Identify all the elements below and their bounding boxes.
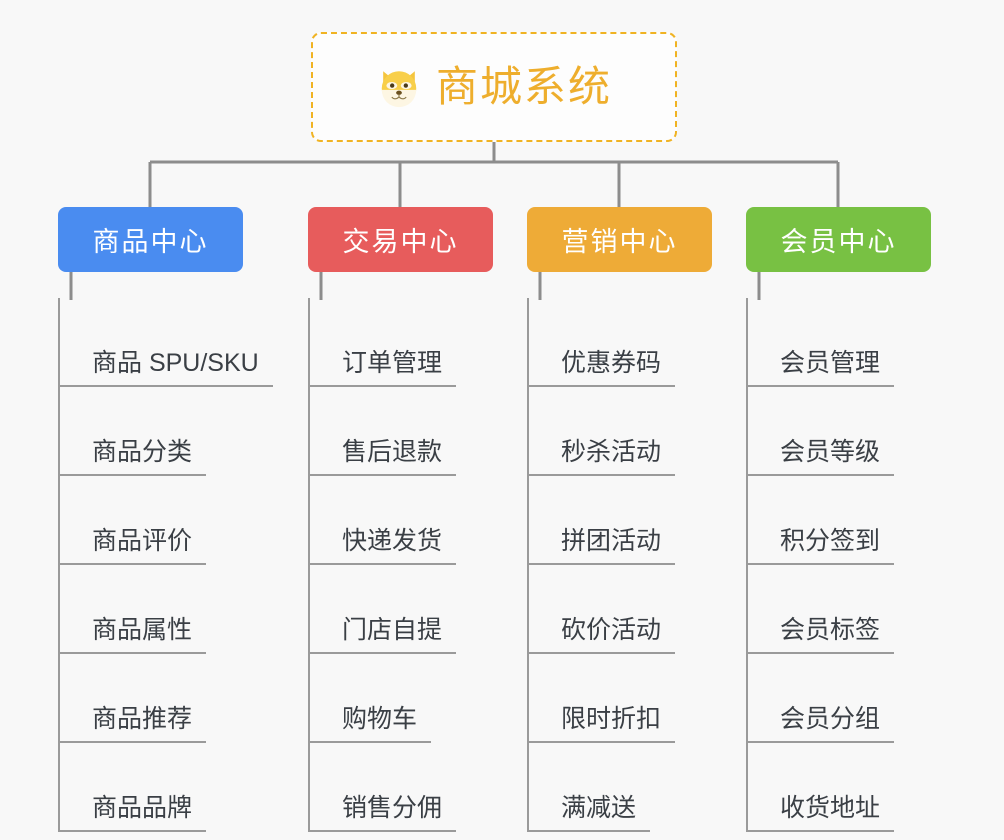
leaf-label: 快递发货	[310, 527, 457, 565]
leaf-label: 门店自提	[310, 616, 457, 654]
leaf-list-product-center: 商品 SPU/SKU 商品分类 商品评价 商品属性 商品推荐 商品品牌	[58, 298, 273, 832]
leaf-label: 订单管理	[310, 349, 457, 387]
list-item[interactable]: 购物车	[310, 654, 493, 743]
category-label: 营销中心	[561, 227, 678, 257]
list-item[interactable]: 销售分佣	[310, 743, 493, 832]
leaf-label: 销售分佣	[310, 794, 457, 832]
category-column-trade-center: 交易中心 订单管理 售后退款 快递发货 门店自提 购物车 销售分佣	[308, 207, 493, 832]
leaf-label: 商品 SPU/SKU	[60, 349, 273, 387]
leaf-label: 会员分组	[748, 705, 895, 743]
category-column-product-center: 商品中心 商品 SPU/SKU 商品分类 商品评价 商品属性 商品推荐 商品品牌	[58, 207, 273, 832]
list-item[interactable]: 优惠券码	[529, 298, 712, 387]
list-item[interactable]: 订单管理	[310, 298, 493, 387]
category-label: 商品中心	[92, 227, 209, 257]
category-column-marketing-center: 营销中心 优惠券码 秒杀活动 拼团活动 砍价活动 限时折扣 满减送	[527, 207, 712, 832]
leaf-label: 积分签到	[748, 527, 895, 565]
category-label: 交易中心	[342, 227, 459, 257]
leaf-label: 会员标签	[748, 616, 895, 654]
category-header-product-center[interactable]: 商品中心	[58, 207, 243, 272]
leaf-list-marketing-center: 优惠券码 秒杀活动 拼团活动 砍价活动 限时折扣 满减送	[527, 298, 712, 832]
leaf-label: 商品评价	[60, 527, 207, 565]
list-item[interactable]: 满减送	[529, 743, 712, 832]
category-label: 会员中心	[780, 227, 897, 257]
list-item[interactable]: 秒杀活动	[529, 387, 712, 476]
list-item[interactable]: 限时折扣	[529, 654, 712, 743]
list-item[interactable]: 会员分组	[748, 654, 931, 743]
leaf-label: 限时折扣	[529, 705, 676, 743]
leaf-label: 优惠券码	[529, 349, 676, 387]
list-item[interactable]: 拼团活动	[529, 476, 712, 565]
list-item[interactable]: 收货地址	[748, 743, 931, 832]
leaf-label: 商品属性	[60, 616, 207, 654]
list-item[interactable]: 商品属性	[60, 565, 243, 654]
category-header-marketing-center[interactable]: 营销中心	[527, 207, 712, 272]
leaf-label: 售后退款	[310, 438, 457, 476]
root-title: 商城系统	[435, 63, 612, 110]
leaf-label: 商品品牌	[60, 794, 207, 832]
list-item[interactable]: 商品 SPU/SKU	[60, 298, 273, 387]
leaf-list-trade-center: 订单管理 售后退款 快递发货 门店自提 购物车 销售分佣	[308, 298, 493, 832]
list-item[interactable]: 商品品牌	[60, 743, 243, 832]
list-item[interactable]: 积分签到	[748, 476, 931, 565]
category-header-member-center[interactable]: 会员中心	[746, 207, 931, 272]
category-header-trade-center[interactable]: 交易中心	[308, 207, 493, 272]
leaf-label: 购物车	[310, 705, 432, 743]
list-item[interactable]: 商品分类	[60, 387, 243, 476]
leaf-label: 会员等级	[748, 438, 895, 476]
list-item[interactable]: 快递发货	[310, 476, 493, 565]
leaf-label: 拼团活动	[529, 527, 676, 565]
leaf-list-member-center: 会员管理 会员等级 积分签到 会员标签 会员分组 收货地址	[746, 298, 931, 832]
list-item[interactable]: 砍价活动	[529, 565, 712, 654]
category-column-member-center: 会员中心 会员管理 会员等级 积分签到 会员标签 会员分组 收货地址	[746, 207, 931, 832]
root-node[interactable]: 商城系统	[311, 32, 677, 142]
leaf-label: 商品推荐	[60, 705, 207, 743]
list-item[interactable]: 门店自提	[310, 565, 493, 654]
list-item[interactable]: 商品评价	[60, 476, 243, 565]
list-item[interactable]: 会员标签	[748, 565, 931, 654]
leaf-label: 商品分类	[60, 438, 207, 476]
list-item[interactable]: 售后退款	[310, 387, 493, 476]
leaf-label: 秒杀活动	[529, 438, 676, 476]
list-item[interactable]: 商品推荐	[60, 654, 243, 743]
leaf-label: 满减送	[529, 794, 651, 832]
list-item[interactable]: 会员等级	[748, 387, 931, 476]
list-item[interactable]: 会员管理	[748, 298, 931, 387]
shiba-dog-face-icon	[381, 71, 417, 108]
leaf-label: 会员管理	[748, 349, 895, 387]
leaf-label: 砍价活动	[529, 616, 676, 654]
leaf-label: 收货地址	[748, 794, 895, 832]
